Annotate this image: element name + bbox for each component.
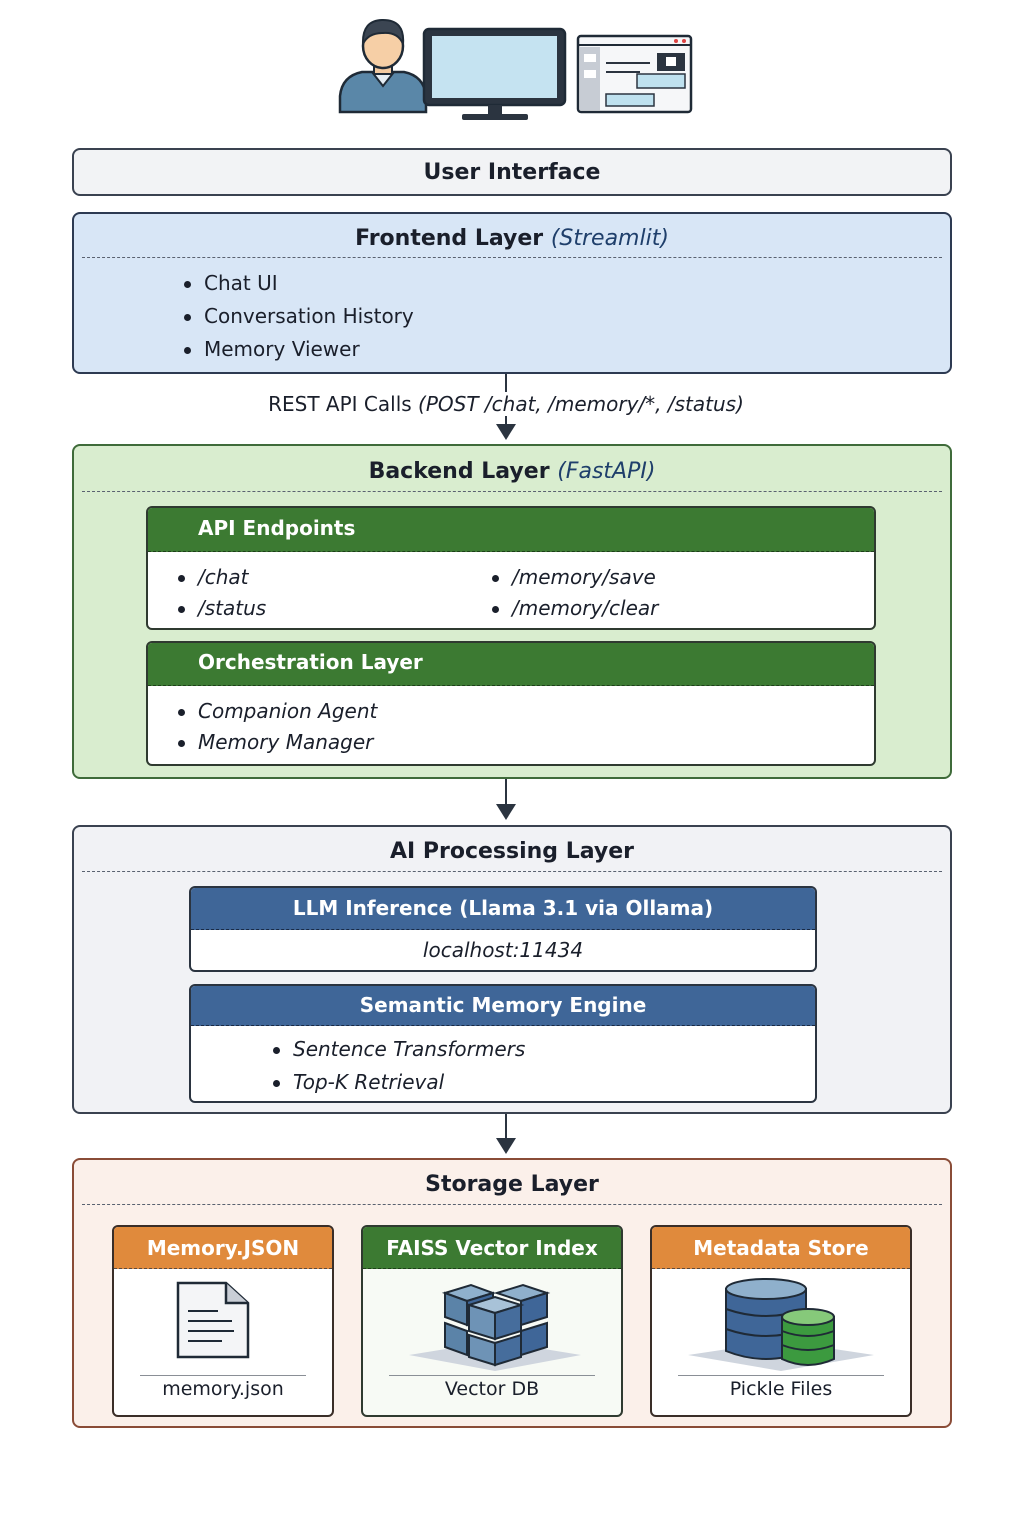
api-endpoints-card: API Endpoints /chat /status /memory/save… xyxy=(146,506,876,630)
ai-title: AI Processing Layer xyxy=(389,839,635,864)
faiss-footer: Vector DB xyxy=(389,1375,595,1400)
list-item: Conversation History xyxy=(182,300,414,333)
arrow-down-icon xyxy=(496,804,516,820)
list-item: Sentence Transformers xyxy=(271,1033,525,1066)
orchestration-list: Companion Agent Memory Manager xyxy=(176,696,377,758)
orchestration-card: Orchestration Layer Companion Agent Memo… xyxy=(146,641,876,766)
browser-window-icon xyxy=(576,34,693,114)
list-item: /memory/save xyxy=(490,562,658,593)
rest-api-label-prefix: REST API Calls xyxy=(268,392,419,416)
ai-processing-layer: AI Processing Layer LLM Inference (Llama… xyxy=(72,825,952,1114)
faiss-title: FAISS Vector Index xyxy=(363,1227,621,1269)
metadata-store: Metadata Store Pickle Files xyxy=(650,1225,912,1417)
frontend-divider xyxy=(82,257,942,258)
frontend-list: Chat UI Conversation History Memory View… xyxy=(182,267,414,366)
frontend-layer: Frontend Layer (Streamlit) Chat UI Conve… xyxy=(72,212,952,374)
list-item: Memory Manager xyxy=(176,727,377,758)
list-item: Chat UI xyxy=(182,267,414,300)
user-icon xyxy=(338,18,428,114)
backend-layer: Backend Layer (FastAPI) API Endpoints /c… xyxy=(72,444,952,779)
frontend-tech: (Streamlit) xyxy=(550,226,669,251)
database-icon xyxy=(688,1278,874,1371)
rest-api-label-detail: (POST /chat, /memory/*, /status) xyxy=(418,392,744,416)
user-interface-title: User Interface xyxy=(423,160,601,185)
list-item: Memory Viewer xyxy=(182,333,414,366)
list-item: Companion Agent xyxy=(176,696,377,727)
storage-layer: Storage Layer Memory.JSON memory.json FA… xyxy=(72,1158,952,1428)
memory-json-title: Memory.JSON xyxy=(114,1227,332,1269)
frontend-title-text: Frontend Layer xyxy=(355,226,544,251)
frontend-title: Frontend Layer (Streamlit) xyxy=(74,226,950,251)
storage-title: Storage Layer xyxy=(425,1172,599,1197)
semantic-memory-title: Semantic Memory Engine xyxy=(191,986,815,1026)
backend-title-text: Backend Layer xyxy=(368,459,550,484)
api-endpoints-right-list: /memory/save /memory/clear xyxy=(490,562,658,624)
header-icons xyxy=(0,0,1024,130)
memory-json-store: Memory.JSON memory.json xyxy=(112,1225,334,1417)
rest-api-label: REST API Calls (POST /chat, /memory/*, /… xyxy=(0,392,1012,416)
backend-title: Backend Layer (FastAPI) xyxy=(74,459,950,484)
list-item: Top-K Retrieval xyxy=(271,1066,525,1099)
metadata-title: Metadata Store xyxy=(652,1227,910,1269)
document-icon xyxy=(176,1281,250,1359)
user-interface-box: User Interface xyxy=(72,148,952,196)
list-item: /status xyxy=(176,593,266,624)
ai-storage-line xyxy=(505,1114,507,1140)
api-endpoints-title: API Endpoints xyxy=(148,508,874,552)
semantic-memory-list: Sentence Transformers Top-K Retrieval xyxy=(271,1033,525,1099)
backend-divider xyxy=(82,491,942,492)
llm-host: localhost:11434 xyxy=(422,938,584,962)
ai-divider xyxy=(82,871,942,872)
llm-inference-card: LLM Inference (Llama 3.1 via Ollama) loc… xyxy=(189,886,817,972)
metadata-footer: Pickle Files xyxy=(678,1375,884,1400)
list-item: /chat xyxy=(176,562,266,593)
api-endpoints-left-list: /chat /status xyxy=(176,562,266,624)
storage-divider xyxy=(82,1204,942,1205)
memory-json-footer: memory.json xyxy=(140,1375,306,1400)
orchestration-title: Orchestration Layer xyxy=(148,643,874,686)
monitor-icon xyxy=(422,27,567,120)
arrow-down-icon xyxy=(496,424,516,440)
backend-ai-line xyxy=(505,779,507,807)
semantic-memory-card: Semantic Memory Engine Sentence Transfor… xyxy=(189,984,817,1103)
backend-tech: (FastAPI) xyxy=(557,459,656,484)
arrow-down-icon xyxy=(496,1138,516,1154)
list-item: /memory/clear xyxy=(490,593,658,624)
llm-inference-title: LLM Inference (Llama 3.1 via Ollama) xyxy=(191,888,815,930)
faiss-store: FAISS Vector Index Vector DB xyxy=(361,1225,623,1417)
cubes-icon xyxy=(409,1283,581,1371)
